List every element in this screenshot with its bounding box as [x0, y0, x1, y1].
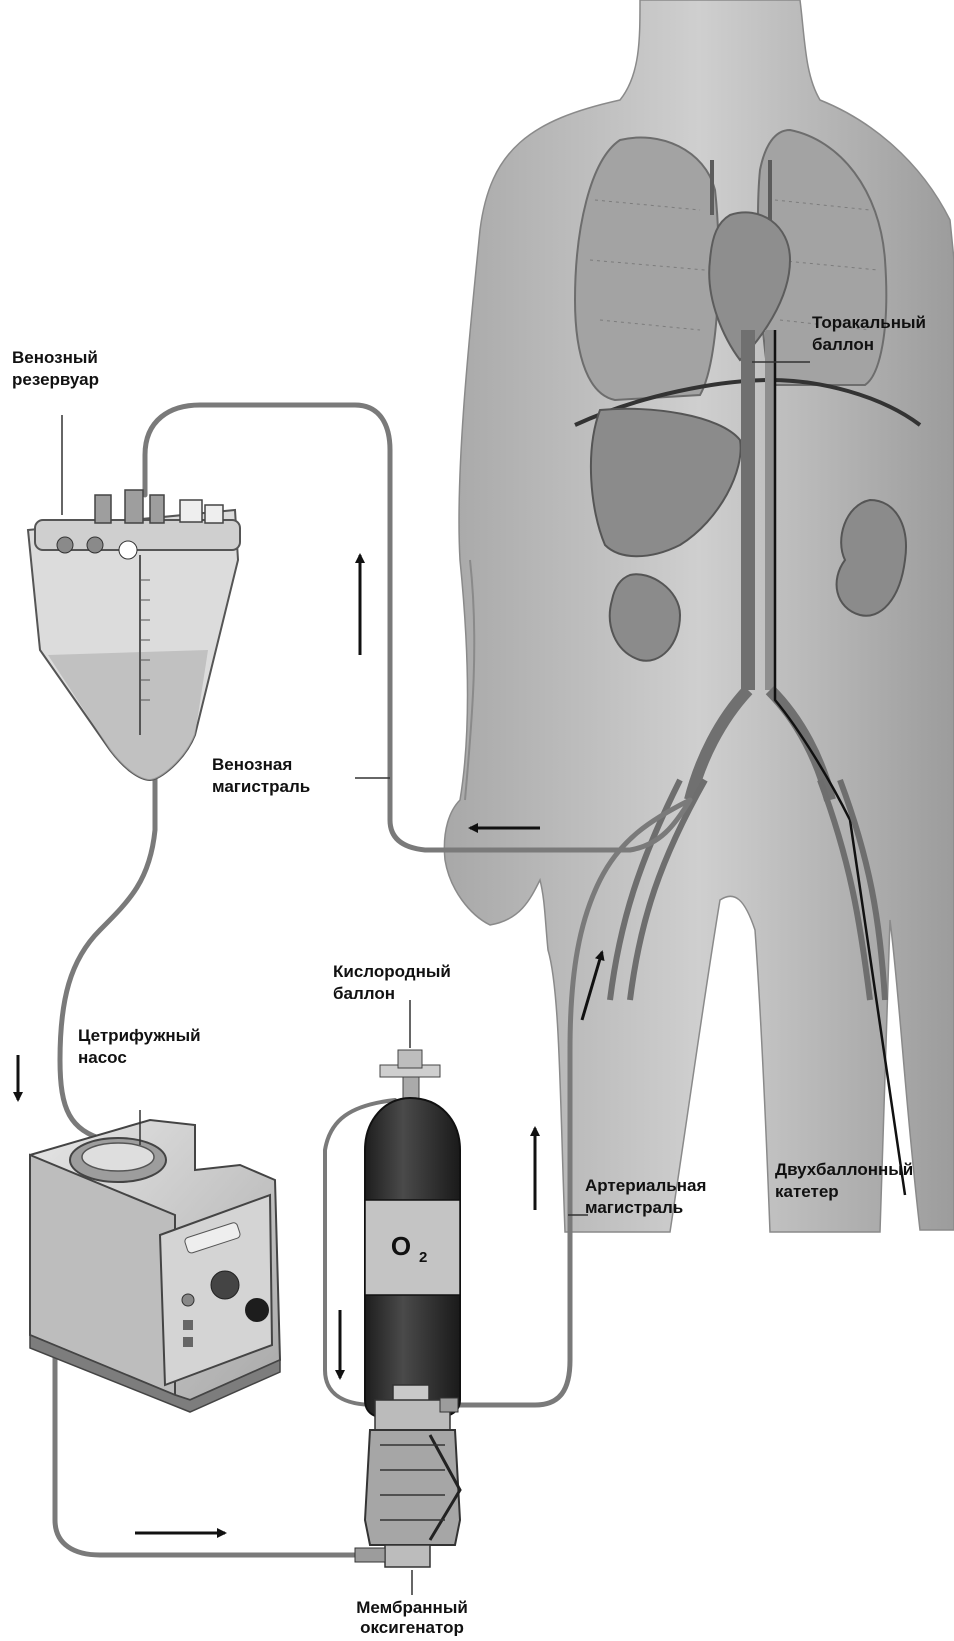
svg-text:Артериальная: Артериальная — [585, 1176, 706, 1195]
svg-text:магистраль: магистраль — [212, 777, 310, 796]
svg-text:Кислородный: Кислородный — [333, 962, 451, 981]
venous-reservoir-icon — [28, 490, 240, 780]
svg-text:насос: насос — [78, 1048, 127, 1067]
centrifugal-pump-icon — [30, 1120, 280, 1412]
oxygen-cylinder-icon: O 2 — [365, 1050, 460, 1420]
svg-text:Мембранный: Мембранный — [356, 1598, 468, 1617]
label-centrifugal-pump: Цетрифужный насос — [78, 1026, 201, 1067]
svg-text:оксигенатор: оксигенатор — [360, 1618, 464, 1636]
svg-text:Цетрифужный: Цетрифужный — [78, 1026, 201, 1045]
label-oxygen-cylinder: Кислородный баллон — [333, 962, 451, 1003]
label-venous-line: Венозная магистраль — [212, 755, 310, 796]
svg-text:Венозный: Венозный — [12, 348, 98, 367]
oxygen-symbol: O — [391, 1231, 411, 1261]
svg-text:Торакальный: Торакальный — [812, 313, 926, 332]
svg-text:Венозная: Венозная — [212, 755, 292, 774]
label-membrane-oxygenator: Мембранный оксигенатор — [356, 1598, 468, 1636]
svg-text:резервуар: резервуар — [12, 370, 99, 389]
oxygen-subscript: 2 — [419, 1249, 427, 1266]
svg-text:баллон: баллон — [812, 335, 874, 354]
label-venous-reservoir: Венозный резервуар — [12, 348, 99, 389]
svg-text:баллон: баллон — [333, 984, 395, 1003]
svg-text:катетер: катетер — [775, 1182, 839, 1201]
reservoir-to-pump-tube — [60, 775, 155, 1140]
svg-text:Двухбаллонный: Двухбаллонный — [775, 1160, 913, 1179]
svg-text:магистраль: магистраль — [585, 1198, 683, 1217]
